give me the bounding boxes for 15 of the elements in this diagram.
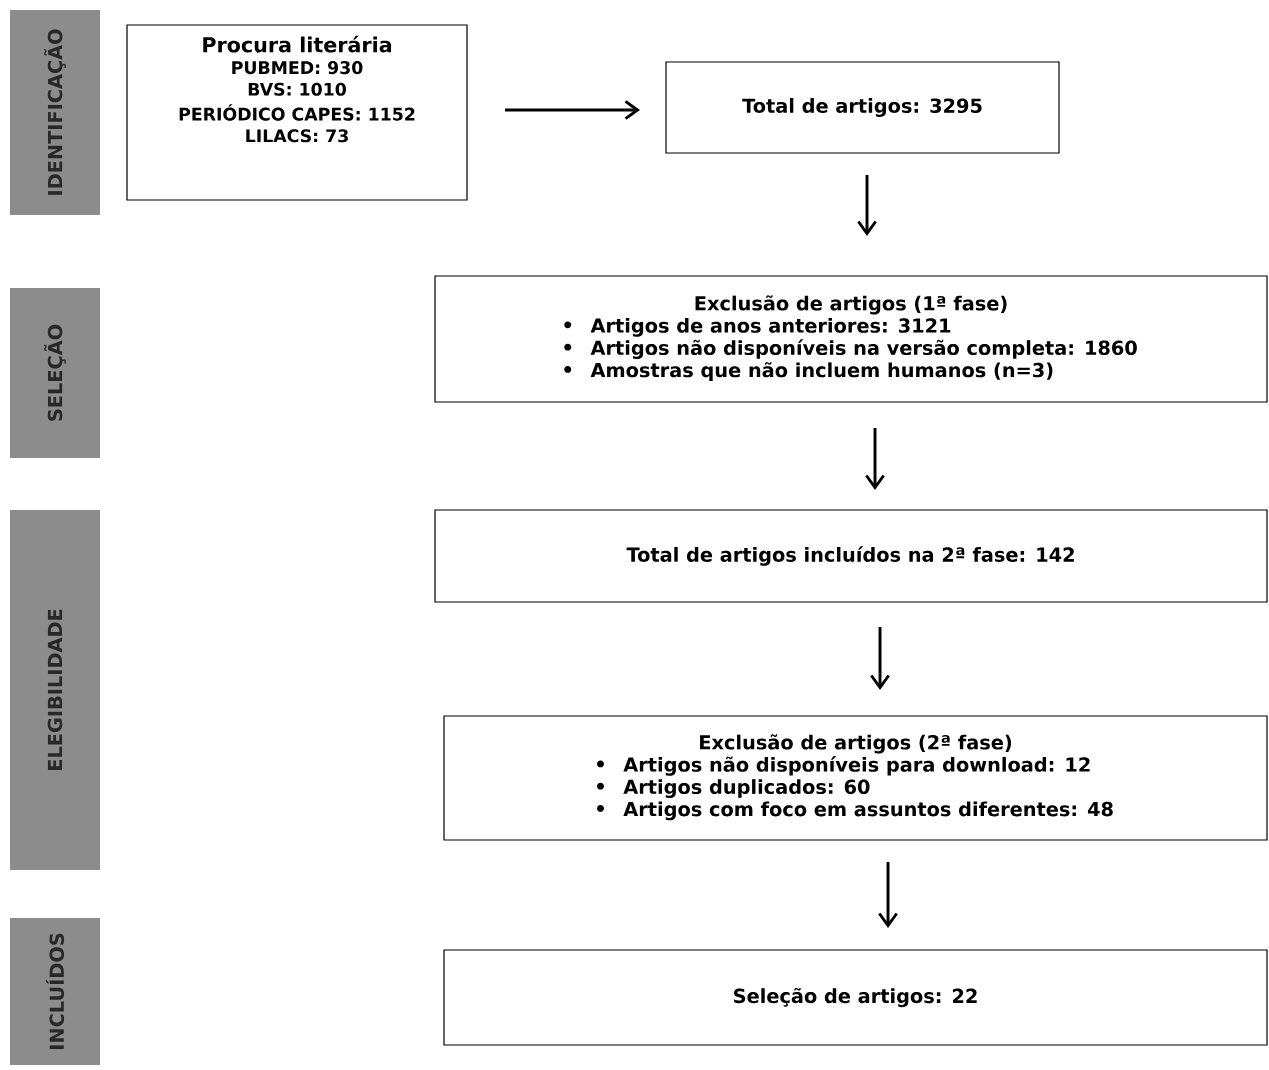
arrow bbox=[865, 428, 885, 490]
arrow bbox=[857, 175, 877, 236]
process-box: Seleção de artigos: 22 bbox=[443, 949, 1268, 1046]
arrow bbox=[870, 627, 890, 690]
arrow bbox=[878, 862, 898, 928]
process-box: Total de artigos: 3295 bbox=[665, 61, 1060, 154]
phase-band: IDENTIFICAÇÃO bbox=[10, 10, 100, 215]
phase-band: ELEGIBILIDADE bbox=[10, 510, 100, 870]
process-box: Exclusão de artigos (1ª fase) Artigos de anos anteriores: 3121 Artigos não disponíveis na versão completa: 1860 Amostras que não incluem humanos (n=3) bbox=[434, 275, 1268, 403]
phase-band: INCLUÍDOS bbox=[10, 918, 100, 1065]
process-box: Total de artigos incluídos na 2ª fase: 142 bbox=[434, 509, 1268, 603]
arrow bbox=[505, 100, 640, 120]
process-box: Procura literária PUBMED: 930 BVS: 1010 PERIÓDICO CAPES: 1152 LILACS: 73 bbox=[126, 24, 468, 201]
process-box: Exclusão de artigos (2ª fase) Artigos não disponíveis para download: 12 Artigos duplicados: 60 Artigos com foco em assuntos diferentes: 48 bbox=[443, 715, 1268, 841]
phase-band: SELEÇÃO bbox=[10, 288, 100, 458]
